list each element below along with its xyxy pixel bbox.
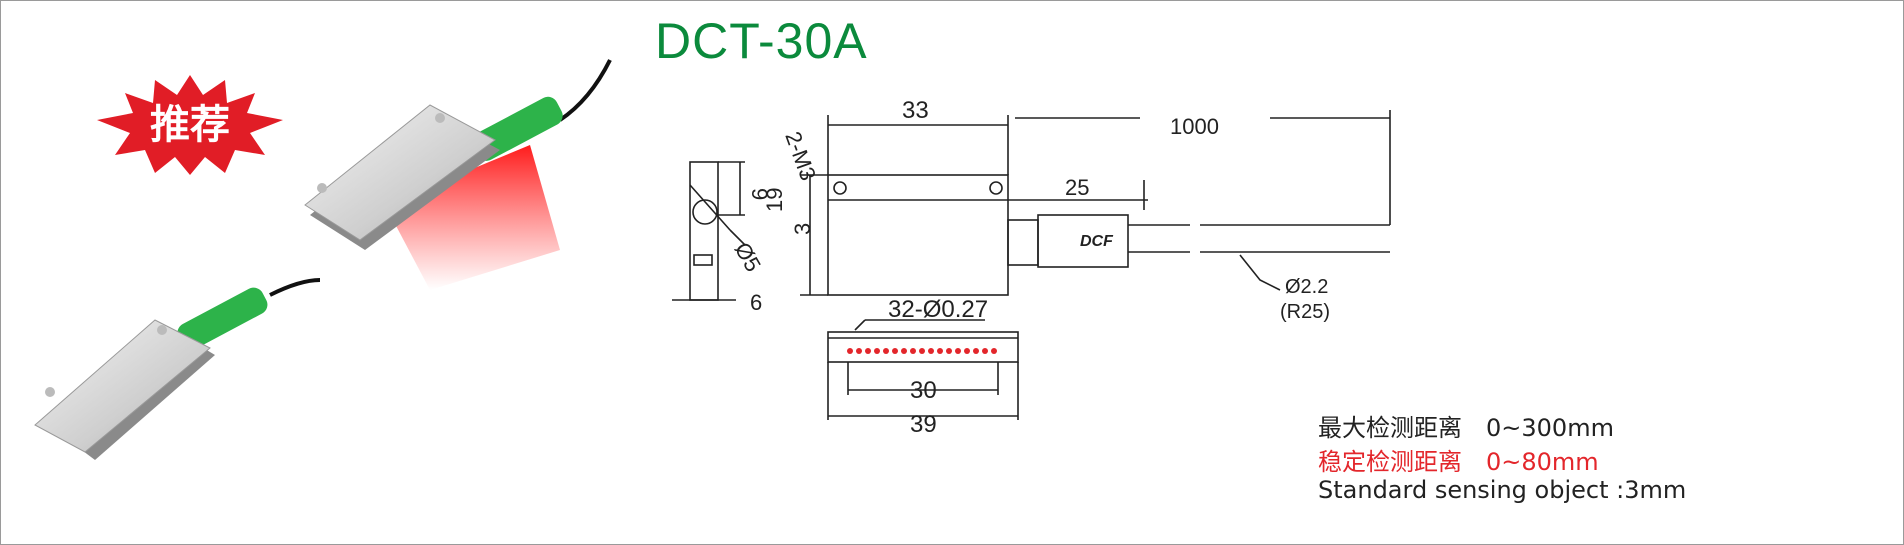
dim-1000: 1000 [1170, 114, 1219, 139]
cable-lower [269, 278, 321, 297]
lens-array [847, 348, 997, 354]
product-photo [34, 59, 612, 460]
spec-max-distance: 最大检测距离 0~300mm [1318, 408, 1614, 443]
starburst-icon [97, 75, 283, 175]
connector-lower [177, 287, 268, 350]
spec-sensing-object: Standard sensing object :3mm [1318, 476, 1686, 504]
bottom-view [827, 331, 1019, 363]
dim-22: Ø2.2 [1285, 276, 1328, 298]
spec-max-label: 最大检测距离 [1318, 414, 1462, 442]
model-title: DCT-30A [655, 13, 868, 69]
badge-label: 推荐 [150, 102, 230, 148]
red-beam [385, 145, 560, 290]
cable-upper [558, 59, 612, 122]
dim-6: 6 [750, 290, 762, 315]
recommended-badge: 推荐 [95, 75, 285, 175]
dim-r25: (R25) [1280, 301, 1330, 323]
dim-30: 30 [910, 377, 937, 404]
front-view [827, 174, 1009, 296]
dim-19: 19 [762, 188, 787, 212]
spec-max-value: 0~300mm [1486, 414, 1614, 442]
dim-33: 33 [902, 97, 929, 124]
spec-stable-value: 0~80mm [1486, 448, 1599, 476]
dcf-logo: DCF [1080, 233, 1114, 250]
dim-5: Ø5 [730, 238, 766, 276]
dim-holes: 32-Ø0.27 [888, 296, 988, 323]
dim-25: 25 [1065, 175, 1089, 200]
connector-upper [471, 96, 563, 161]
side-view [689, 161, 719, 301]
spec-stable-distance: 稳定检测距离 0~80mm [1318, 442, 1599, 477]
sensor-upper [304, 104, 496, 241]
dim-9: 9 [747, 188, 772, 200]
dim-3: 3 [790, 223, 815, 235]
dim-m3: 2-M3 [780, 128, 821, 184]
sensor-lower [34, 319, 211, 453]
dimension-drawing: 2-M3 33 1000 25 9 19 3 Ø5 6 DCF Ø2.2 (R2… [672, 97, 1391, 438]
spec-object-label: Standard sensing object :3mm [1318, 476, 1687, 504]
spec-stable-label: 稳定检测距离 [1318, 448, 1462, 476]
dim-39: 39 [910, 411, 937, 438]
